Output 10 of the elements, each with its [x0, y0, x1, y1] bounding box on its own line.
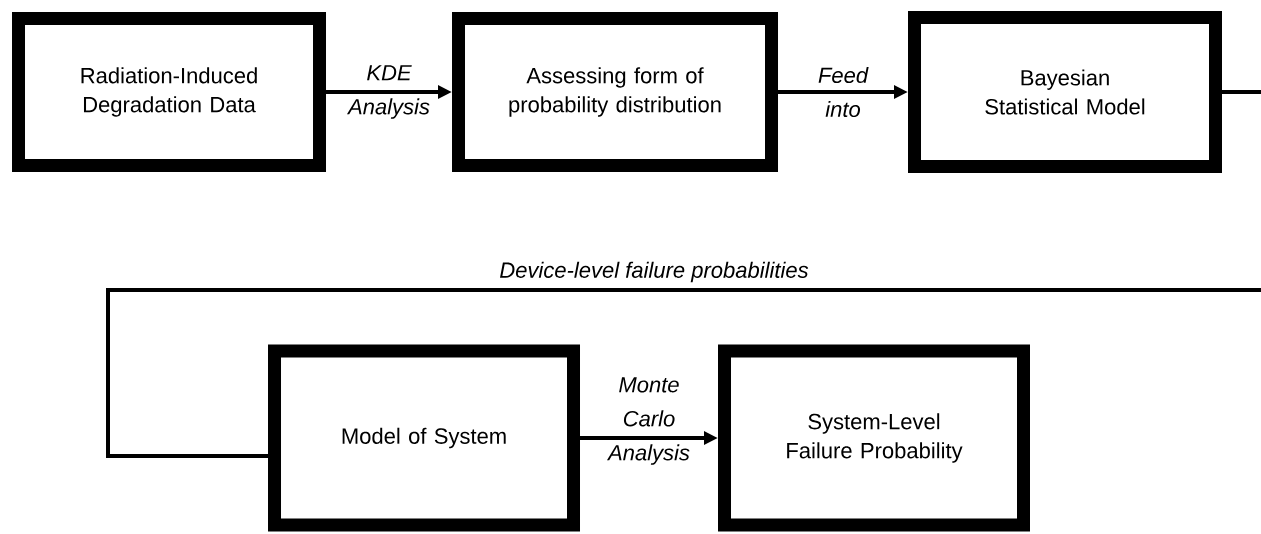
edge-label: Monte Carlo Analysis: [606, 377, 690, 465]
edge-label: KDE Analysis: [346, 65, 430, 119]
process-box: Assessing form of probability distribution: [452, 12, 778, 172]
edge-label: Device-level failure probabilities: [500, 261, 809, 283]
process-box: System-Level Failure Probability: [718, 344, 1030, 532]
process-box: Radiation-Induced Degradation Data: [12, 12, 326, 172]
process-box: Bayesian Statistical Model: [908, 11, 1222, 173]
edge-label: Feed into: [818, 66, 869, 118]
connector-line: [106, 90, 1261, 458]
process-box: Model of System: [268, 344, 580, 532]
